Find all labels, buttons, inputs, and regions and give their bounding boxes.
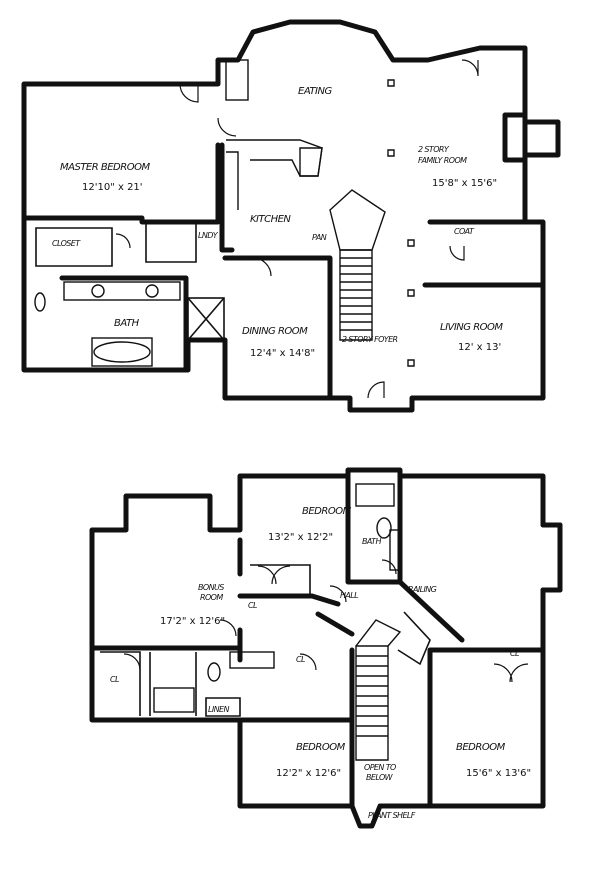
hall-wall [315, 579, 465, 643]
open-to-below-label-2: BELOW [366, 773, 394, 782]
closet-rod [250, 564, 311, 596]
stairs [355, 645, 389, 761]
master-bedroom-wall [21, 142, 221, 225]
dining-room-dimension: 12'4" x 14'8" [250, 348, 315, 359]
family-room-dimension: 15'8" x 15'6" [432, 178, 497, 189]
kitchen-wall [219, 142, 235, 253]
living-room-label: LIVING ROOM [440, 322, 503, 333]
toilet [34, 292, 46, 312]
dining-room-wall [222, 255, 333, 401]
door-swing [219, 619, 237, 637]
stair-treads [356, 655, 388, 737]
first-floor-plan: EATING 2 STORY FAMILY ROOM 15'8" x 15'6"… [21, 19, 561, 413]
bedroom-right-label: BEDROOM [456, 742, 506, 753]
foyer-label: 2 STORY FOYER [342, 335, 398, 344]
master-bedroom-label: MASTER BEDROOM [60, 162, 150, 173]
family-room-label-1: 2 STORY [418, 145, 450, 154]
bedroom-left-wall [237, 647, 355, 809]
family-room-label-2: FAMILY ROOM [418, 156, 467, 165]
door-swing [329, 585, 347, 603]
door-swing [509, 663, 529, 683]
bathtub [93, 341, 151, 363]
vanity [63, 281, 181, 301]
living-room-dimension: 12' x 13' [458, 342, 501, 353]
closet-label: CL [296, 655, 305, 664]
railing [397, 611, 431, 666]
bathtub [355, 483, 395, 507]
closet-label: CL [248, 601, 257, 610]
sink [145, 284, 159, 298]
door-swing [449, 245, 465, 261]
stair-landing [329, 189, 386, 251]
master-bedroom-dimension: 12'10" x 21' [82, 182, 143, 193]
linen-closet-label: LINEN [208, 705, 229, 714]
chase [187, 297, 225, 341]
chimney [540, 522, 563, 593]
bonus-room-label-2: ROOM [200, 593, 223, 602]
bonus-room-dimension: 17'2" x 12'6" [160, 616, 225, 627]
door-swing [252, 257, 272, 277]
bedroom-right-wall [427, 647, 546, 809]
door-swing [179, 83, 199, 103]
stairs [339, 249, 373, 341]
kitchen-label: KITCHEN [250, 214, 291, 225]
pantry-label: PAN [312, 233, 327, 242]
tub-deck [91, 337, 153, 367]
vanity [229, 651, 275, 669]
bedroom-top-dimension: 13'2" x 12'2" [268, 532, 333, 543]
closet-label: CL [510, 649, 519, 658]
bathtub [153, 687, 195, 713]
stair-landing [355, 619, 402, 647]
railing-label: RAILING [408, 585, 437, 594]
upstairs-bath-wall [345, 473, 403, 585]
upstairs-bath-label: BATH [362, 537, 381, 546]
bedroom-top-wall [237, 537, 341, 607]
bedroom-left-dimension: 12'2" x 12'6" [276, 768, 341, 779]
closet-label: CL [110, 675, 119, 684]
bedroom-right-dimension: 15'6" x 13'6" [466, 768, 531, 779]
toilet [376, 517, 392, 539]
door-swing [461, 59, 479, 77]
kitchen-island [299, 147, 323, 177]
column [387, 79, 415, 367]
door-swing [217, 117, 237, 137]
bay-window [252, 21, 376, 33]
linen-closet [205, 697, 241, 717]
toilet [207, 662, 221, 682]
coat-closet-label: COAT [454, 227, 475, 236]
second-floor-plan: BONUS ROOM 17'2" x 12'6" BEDROOM 13'2" x… [89, 467, 563, 829]
door-swing [493, 663, 513, 683]
bonus-room-wall [89, 627, 243, 663]
door-swing [299, 653, 317, 671]
open-to-below-label-1: OPEN TO [364, 763, 396, 772]
kitchen-counter [226, 139, 323, 210]
door-swing [115, 233, 131, 249]
stair-treads [340, 257, 372, 331]
door-swing [123, 653, 141, 671]
fridge [225, 59, 249, 101]
bath-label: BATH [114, 318, 140, 329]
chase-box [187, 297, 225, 341]
laundry-label: LNDY [198, 231, 219, 240]
dining-room-label: DINING ROOM [242, 326, 308, 337]
bonus-room-label-1: BONUS [198, 583, 224, 592]
master-bath-wall [59, 275, 189, 373]
hall-label: HALL [340, 591, 358, 600]
door-swing [381, 559, 397, 575]
laundry-wall [145, 222, 197, 263]
closet-wall [100, 651, 197, 716]
front-door-swing [367, 381, 385, 399]
door-swing [257, 565, 277, 585]
door-swing [271, 565, 291, 585]
eating-area-label: EATING [298, 86, 332, 97]
closet-label: CLOSET [52, 239, 81, 248]
closet-wall [35, 227, 113, 267]
plant-shelf-label: PLANT SHELF [368, 811, 416, 820]
bedroom-top-label: BEDROOM [302, 506, 352, 517]
fireplace [502, 112, 561, 163]
sink [91, 284, 105, 298]
bedroom-left-label: BEDROOM [296, 742, 346, 753]
